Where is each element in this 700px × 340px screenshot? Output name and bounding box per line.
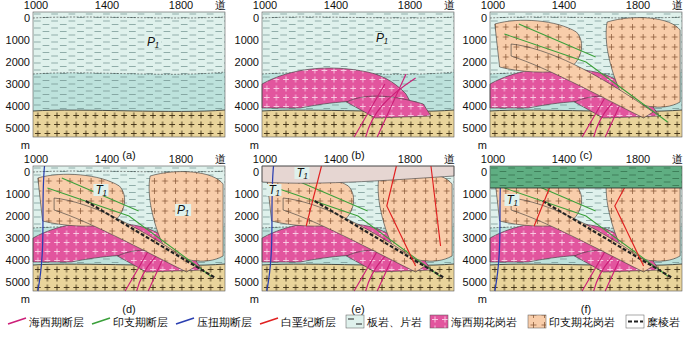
- stratum-label: P₁: [374, 32, 390, 44]
- legend-text: 印支期花岗岩: [549, 316, 615, 328]
- depth-tick: 0: [24, 166, 30, 178]
- depth-tick: 2000: [235, 56, 259, 68]
- distance-tick: 1400: [324, 153, 348, 165]
- depth-tick: 1000: [463, 34, 487, 46]
- legend-text: 海西期花岗岩: [451, 316, 517, 328]
- panel-letter: (f): [581, 303, 591, 315]
- depth-unit: m: [478, 139, 487, 151]
- stratum-label: P₁: [175, 204, 191, 216]
- depth-tick: 4000: [235, 100, 259, 112]
- stratum-label: P₁: [145, 36, 161, 48]
- stratum-label: T₁: [266, 184, 281, 196]
- distance-tick: 1800: [626, 153, 650, 165]
- panel-letter: (c): [580, 149, 593, 161]
- depth-tick: 2000: [6, 56, 30, 68]
- depth-tick: 4000: [463, 254, 487, 266]
- depth-tick: 4000: [6, 100, 30, 112]
- depth-tick: 1000: [463, 188, 487, 200]
- distance-tick: 1400: [552, 153, 576, 165]
- distance-tick: 1800: [169, 0, 193, 11]
- depth-unit: m: [478, 293, 487, 305]
- depth-tick: 3000: [463, 232, 487, 244]
- distance-tick: 1000: [24, 0, 48, 11]
- legend-text: 海西期断层: [29, 316, 84, 328]
- distance-tick: 1000: [481, 0, 505, 11]
- depth-tick: 4000: [235, 254, 259, 266]
- depth-tick: 5000: [235, 276, 259, 288]
- distance-tick: 1400: [324, 0, 348, 11]
- depth-unit: m: [21, 293, 30, 305]
- depth-unit: m: [21, 139, 30, 151]
- depth-tick: 2000: [463, 210, 487, 222]
- depth-tick: 3000: [235, 78, 259, 90]
- depth-tick: 1000: [235, 188, 259, 200]
- panel-letter: (e): [351, 303, 364, 315]
- panel-letter: (d): [122, 303, 135, 315]
- depth-tick: 3000: [235, 232, 259, 244]
- survey-line-label: 道: [672, 0, 683, 11]
- depth-tick: 4000: [463, 100, 487, 112]
- depth-tick: 5000: [235, 122, 259, 134]
- depth-tick: 3000: [6, 78, 30, 90]
- depth-tick: 5000: [6, 122, 30, 134]
- depth-tick: 3000: [6, 232, 30, 244]
- legend-text: 糜棱岩: [647, 316, 680, 328]
- panel-letter: (a): [122, 149, 135, 161]
- legend-text: 白垩纪断层: [281, 316, 336, 328]
- depth-tick: 0: [24, 12, 30, 24]
- distance-tick: 1800: [398, 0, 422, 11]
- depth-tick: 0: [481, 166, 487, 178]
- depth-tick: 2000: [235, 210, 259, 222]
- depth-tick: 0: [253, 12, 259, 24]
- depth-tick: 2000: [6, 210, 30, 222]
- depth-tick: 1000: [6, 188, 30, 200]
- legend-text: 压扭期断层: [197, 316, 252, 328]
- stratum-label: T₁: [93, 184, 108, 196]
- distance-tick: 1400: [95, 153, 119, 165]
- panel-letter: (b): [351, 149, 364, 161]
- distance-tick: 1000: [24, 153, 48, 165]
- legend-samples: [8, 315, 644, 328]
- depth-tick: 3000: [463, 78, 487, 90]
- survey-line-label: 道: [215, 153, 226, 165]
- survey-line-label: 道: [444, 153, 455, 165]
- depth-tick: 5000: [6, 276, 30, 288]
- distance-tick: 1800: [398, 153, 422, 165]
- depth-tick: 4000: [6, 254, 30, 266]
- survey-line-label: 道: [215, 0, 226, 11]
- distance-tick: 1000: [253, 0, 277, 11]
- depth-unit: m: [250, 293, 259, 305]
- depth-tick: 0: [481, 12, 487, 24]
- depth-tick: 0: [253, 166, 259, 178]
- distance-tick: 1800: [626, 0, 650, 11]
- survey-line-label: 道: [672, 153, 683, 165]
- distance-tick: 1400: [552, 0, 576, 11]
- depth-tick: 5000: [463, 276, 487, 288]
- distance-tick: 1400: [95, 0, 119, 11]
- distance-tick: 1000: [481, 153, 505, 165]
- legend-text: 板岩、片岩: [367, 316, 422, 328]
- stratum-label: T₁: [294, 167, 309, 179]
- stratum-label: T₁: [504, 194, 519, 206]
- distance-tick: 1000: [253, 153, 277, 165]
- depth-tick: 1000: [6, 34, 30, 46]
- depth-tick: 1000: [235, 34, 259, 46]
- depth-tick: 2000: [463, 56, 487, 68]
- depth-unit: m: [250, 139, 259, 151]
- distance-tick: 1800: [169, 153, 193, 165]
- depth-tick: 5000: [463, 122, 487, 134]
- legend-text: 印支期断层: [113, 316, 168, 328]
- survey-line-label: 道: [444, 0, 455, 11]
